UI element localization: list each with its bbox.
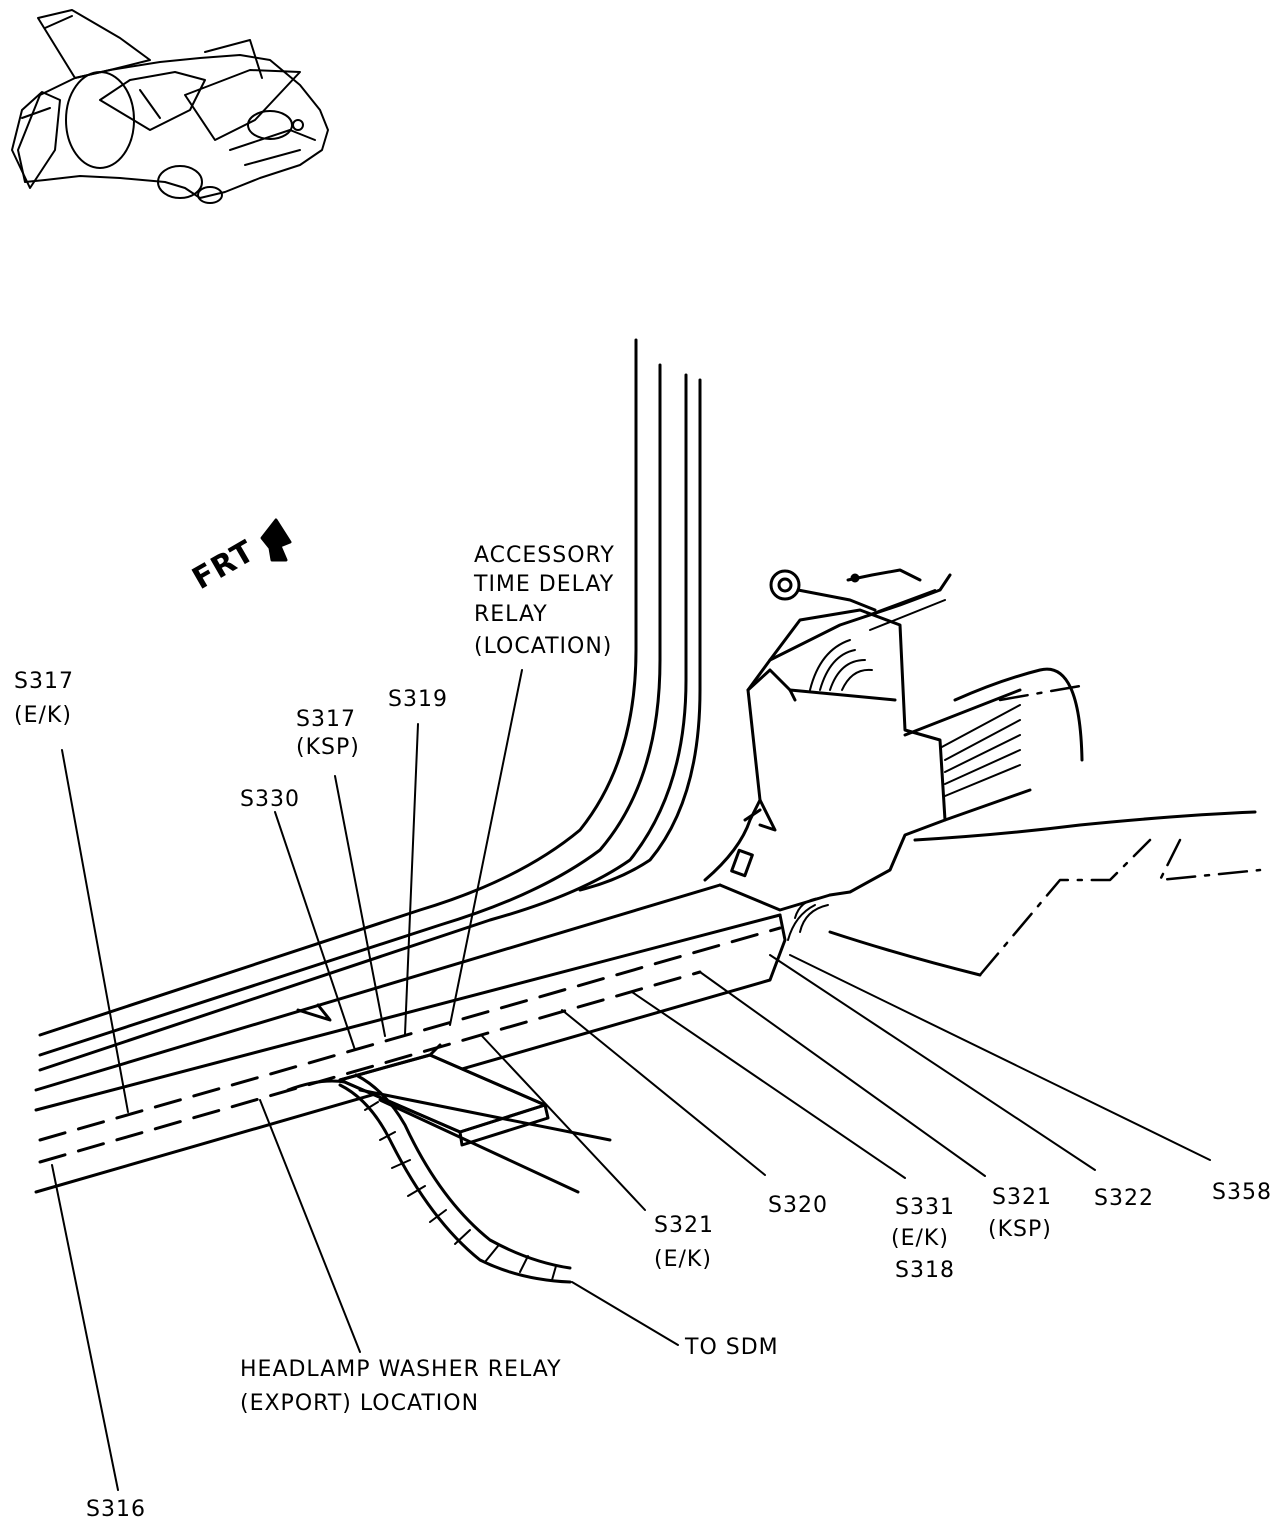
label-s321-ek-line1: S321 (654, 1213, 714, 1238)
label-s321-ksp-line2: (KSP) (988, 1217, 1052, 1242)
leader-s331-s318 (631, 991, 906, 1179)
label-s317-ksp-line1: S317 (296, 707, 356, 732)
leader-lines (51, 669, 1211, 1491)
floor-pan-outline (828, 667, 1262, 977)
callout-labels: S317 (E/K) S317 (KSP) S319 S330 ACCESSOR… (14, 543, 1272, 1522)
label-s321-ek-line2: (E/K) (654, 1247, 712, 1272)
label-s330: S330 (240, 787, 300, 812)
leader-accessory-relay (449, 669, 523, 1026)
label-headlamp-relay-line1: HEADLAMP WASHER RELAY (240, 1357, 562, 1382)
leader-s330 (274, 811, 356, 1051)
leader-s322 (769, 954, 1096, 1171)
label-s331-line1: S331 (895, 1195, 955, 1220)
label-accessory-relay-line2: TIME DELAY (473, 572, 614, 597)
leader-headlamp-relay (259, 1099, 361, 1353)
label-s316: S316 (86, 1497, 146, 1522)
label-to-sdm: TO SDM (684, 1335, 779, 1360)
label-headlamp-relay-line2: (EXPORT) LOCATION (240, 1391, 479, 1416)
label-accessory-relay-line4: (LOCATION) (474, 634, 612, 659)
label-s317-ek-line1: S317 (14, 669, 74, 694)
leader-s321-ksp (699, 971, 986, 1177)
front-direction-indicator: FRT (187, 518, 292, 597)
label-s331-line3: S318 (895, 1258, 955, 1283)
relay-bracket (338, 1043, 612, 1194)
frt-label: FRT (187, 534, 261, 597)
sdm-harness (286, 1073, 572, 1284)
leader-s317-ksp (334, 775, 386, 1037)
label-s320: S320 (768, 1193, 828, 1218)
label-s317-ek-line2: (E/K) (14, 703, 72, 728)
label-accessory-relay-line1: ACCESSORY (474, 543, 615, 568)
vehicle-locator-illustration (11, 9, 329, 204)
leader-s321-ek (481, 1035, 646, 1211)
leader-s319 (404, 723, 419, 1035)
label-accessory-relay-line3: RELAY (474, 602, 548, 627)
leader-s317-ek (61, 749, 129, 1113)
leader-to-sdm (571, 1281, 679, 1346)
connector-harness-assembly (703, 568, 1032, 941)
leader-s358 (789, 954, 1211, 1161)
front-arrow-icon (260, 518, 292, 562)
label-s321-ksp-line1: S321 (992, 1185, 1052, 1210)
rocker-sill-panel (34, 883, 832, 1194)
label-s331-line2: (E/K) (891, 1226, 949, 1251)
leader-s316 (51, 1164, 119, 1491)
label-s358: S358 (1212, 1180, 1272, 1205)
leader-s320 (561, 1009, 766, 1176)
label-s317-ksp-line2: (KSP) (296, 735, 360, 760)
door-pillar (38, 338, 702, 1072)
label-s322: S322 (1094, 1186, 1154, 1211)
label-s319: S319 (388, 687, 448, 712)
